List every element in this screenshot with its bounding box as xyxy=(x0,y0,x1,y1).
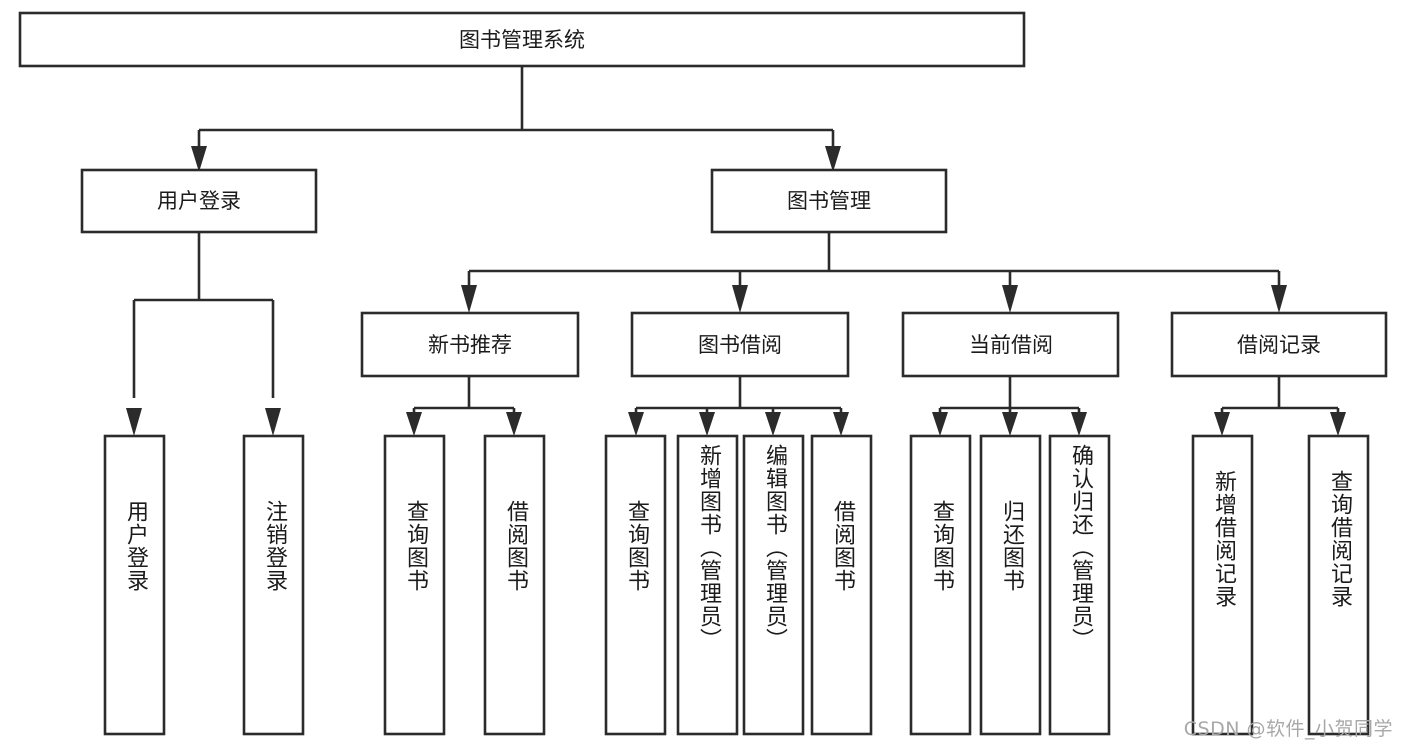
leaf-box-query-book-borrow[interactable] xyxy=(604,434,667,736)
leaf-box-confirm-return-admin[interactable] xyxy=(1048,434,1111,736)
connector-record-to-leaves xyxy=(1214,376,1346,436)
leaf-box-add-borrow-record[interactable] xyxy=(1191,434,1254,736)
leaf-box-query-book-current[interactable] xyxy=(909,434,972,736)
leaf-box-query-book-newbook[interactable] xyxy=(383,434,446,736)
node-label-user-login: 用户登录 xyxy=(157,189,241,213)
connector-root-to-level2 xyxy=(191,66,841,172)
connector-borrow-to-leaves xyxy=(628,376,849,436)
node-current-borrow[interactable] xyxy=(901,311,1120,378)
connector-newbook-to-leaves xyxy=(406,376,522,436)
csdn-watermark: CSDN @软件_小贺同学 xyxy=(1183,718,1393,740)
node-label-book-management-system: 图书管理系统 xyxy=(459,28,585,52)
leaf-box-add-book-admin[interactable] xyxy=(676,434,739,736)
leaf-box-logout[interactable] xyxy=(242,434,305,736)
node-book-borrow[interactable] xyxy=(630,311,850,378)
leaf-box-borrow-book[interactable] xyxy=(810,434,873,736)
leaf-box-edit-book-admin[interactable] xyxy=(742,434,805,736)
node-new-book-recommend[interactable] xyxy=(360,311,580,378)
leaf-box-user-login[interactable] xyxy=(103,434,166,736)
connector-bookmgmt-to-level3 xyxy=(461,232,1287,313)
connector-userlogin-to-leaves xyxy=(126,232,281,436)
node-book-management-system[interactable] xyxy=(18,11,1026,68)
leaf-box-return-book[interactable] xyxy=(979,434,1042,736)
node-book-management[interactable] xyxy=(710,168,948,234)
connector-current-to-leaves xyxy=(932,376,1087,436)
node-label-borrow-record: 借阅记录 xyxy=(1237,333,1321,357)
leaf-box-borrow-book-newbook[interactable] xyxy=(483,434,546,736)
node-borrow-record[interactable] xyxy=(1170,311,1388,378)
node-label-new-book-recommend: 新书推荐 xyxy=(428,333,512,357)
leaf-box-query-borrow-record[interactable] xyxy=(1307,434,1370,736)
node-user-login[interactable] xyxy=(80,168,318,234)
node-label-current-borrow: 当前借阅 xyxy=(969,333,1053,357)
node-label-book-management: 图书管理 xyxy=(787,189,871,213)
node-label-book-borrow: 图书借阅 xyxy=(698,333,782,357)
